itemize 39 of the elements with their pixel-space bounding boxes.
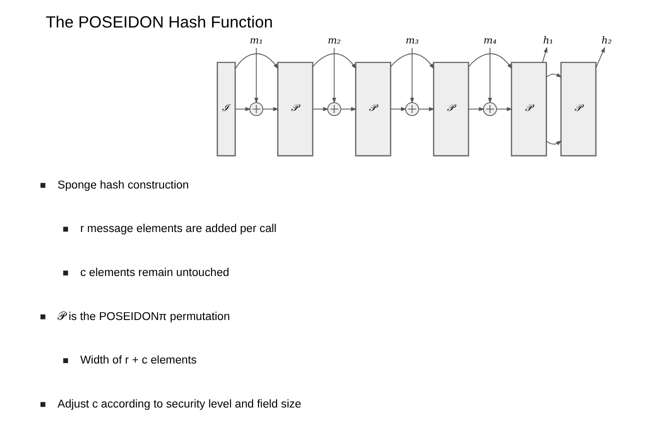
arrow bbox=[312, 107, 328, 112]
arrow bbox=[542, 46, 547, 63]
label: c elements remain untouched bbox=[80, 267, 229, 280]
arrow bbox=[488, 48, 492, 104]
node-box: 𝒫 bbox=[510, 62, 546, 156]
arrow bbox=[234, 107, 250, 112]
arrow bbox=[496, 107, 512, 112]
node-text: m₄ bbox=[483, 35, 496, 46]
arrow bbox=[254, 48, 258, 104]
node-text: m₁ bbox=[249, 35, 262, 46]
label: Sponge hash construction bbox=[57, 179, 188, 192]
arrow bbox=[390, 53, 434, 70]
node-box: 𝒫 bbox=[432, 62, 469, 156]
arrow bbox=[340, 107, 356, 112]
arrow bbox=[468, 53, 512, 70]
diagram-title: The POSEIDON Hash Function bbox=[45, 14, 272, 32]
arrow bbox=[546, 73, 562, 78]
arrow bbox=[595, 46, 605, 68]
arrow bbox=[332, 48, 336, 104]
arrow bbox=[468, 107, 484, 112]
node-box: 𝒫 bbox=[560, 62, 596, 156]
arrow bbox=[410, 48, 414, 104]
arrow bbox=[418, 107, 434, 112]
label: 𝒫 is the POSEIDONπ permutation bbox=[57, 310, 230, 323]
node-box: 𝒫 bbox=[354, 62, 391, 156]
node-box: ℐ bbox=[216, 62, 236, 156]
arrow bbox=[546, 140, 562, 146]
label: Width of r + c elements bbox=[80, 354, 196, 367]
arrow bbox=[262, 107, 278, 112]
label: r message elements are added per call bbox=[80, 223, 276, 236]
label: Adjust c according to security level and field size bbox=[57, 398, 301, 410]
node-text: m₂ bbox=[327, 35, 340, 46]
node-box: 𝒫 bbox=[276, 62, 313, 156]
arrow bbox=[234, 53, 278, 70]
arrow bbox=[312, 53, 356, 70]
arrow bbox=[390, 107, 406, 112]
node-text: h₂ bbox=[601, 35, 612, 46]
node-text: m₃ bbox=[405, 35, 418, 46]
node-text: h₁ bbox=[542, 35, 553, 46]
